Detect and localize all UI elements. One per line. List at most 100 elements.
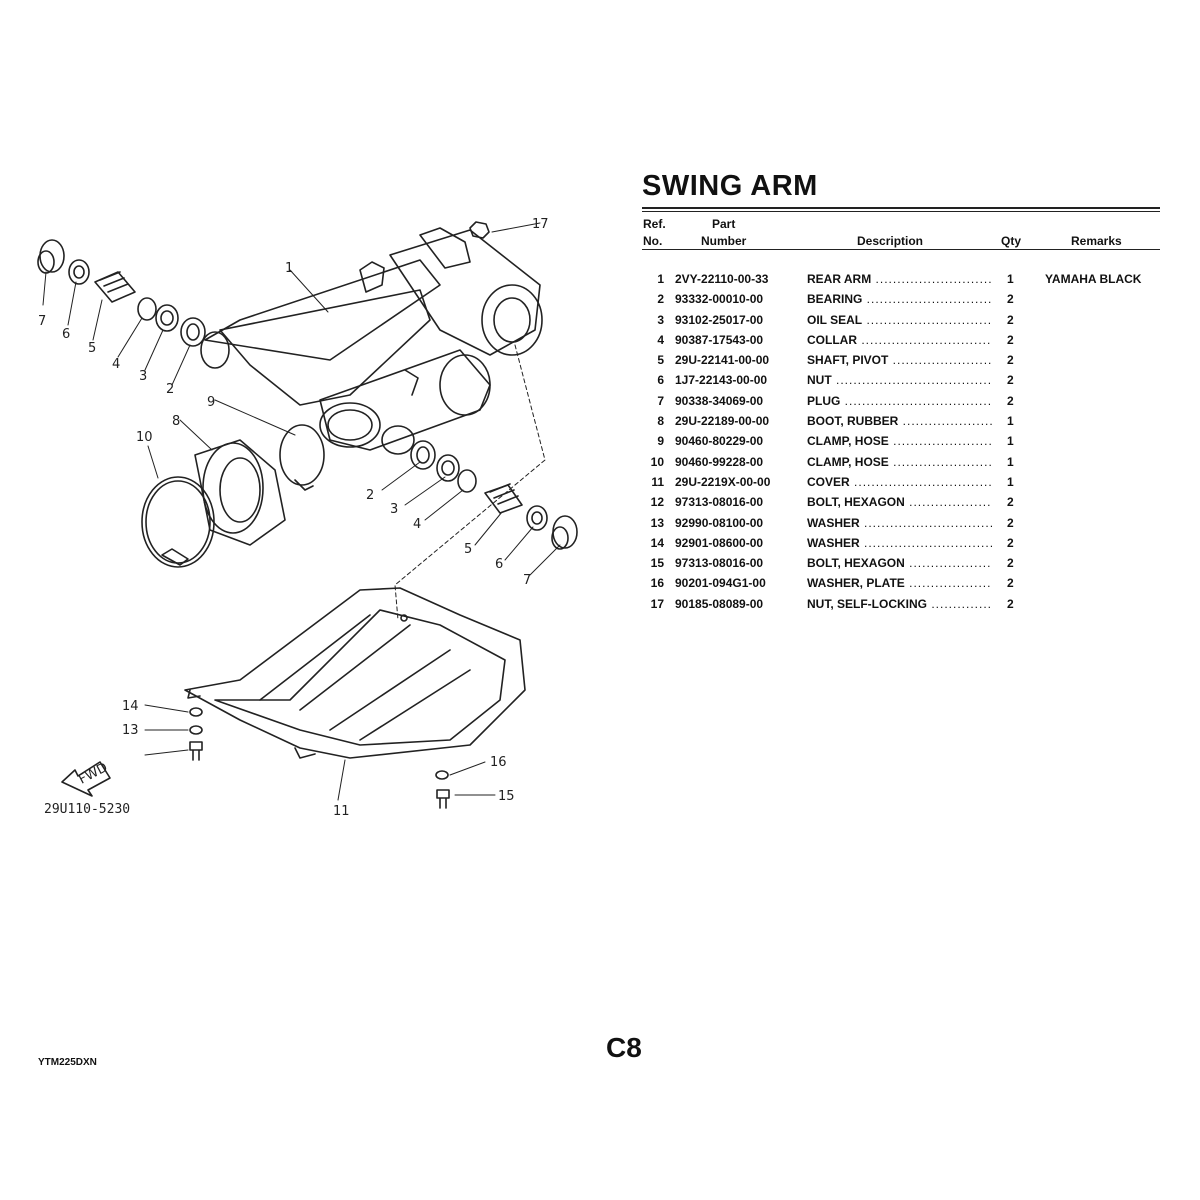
part-number: 90338-34069-00 <box>675 393 764 408</box>
quantity: 2 <box>1007 292 1014 307</box>
boot-and-clamps <box>141 424 325 568</box>
description-text: COLLAR <box>807 332 857 347</box>
description-text: PLUG <box>807 393 841 408</box>
header-ref-line1: Ref. <box>643 217 666 231</box>
ref-no: 5 <box>657 353 664 368</box>
ref-no: 16 <box>650 576 664 591</box>
ref-no: 7 <box>657 393 664 408</box>
ref-no: 3 <box>657 312 664 327</box>
leader-dots: ........................................ <box>909 495 992 510</box>
quantity: 1 <box>1007 474 1014 489</box>
callout-15: 15 <box>498 789 515 804</box>
part-number: 92901-08600-00 <box>675 535 764 550</box>
part-number: 97313-08016-00 <box>675 556 764 571</box>
callout-10: 10 <box>136 430 153 445</box>
description: BOLT, HEXAGON ..........................… <box>807 495 992 509</box>
section-title: SWING ARM <box>642 170 818 202</box>
description: PLUG ...................................… <box>807 394 992 408</box>
header-ref-line2: No. <box>643 234 663 248</box>
ref-no: 17 <box>650 596 664 611</box>
quantity: 2 <box>1007 556 1014 571</box>
description: COVER ..................................… <box>807 475 992 489</box>
forward-arrow-icon: FWD <box>61 760 111 797</box>
description-text: OIL SEAL <box>807 312 863 327</box>
description: OIL SEAL ...............................… <box>807 313 992 327</box>
callout-3-left: 3 <box>139 369 147 384</box>
quantity: 2 <box>1007 332 1014 347</box>
header-remarks: Remarks <box>1071 234 1122 248</box>
description-text: NUT, SELF-LOCKING <box>807 596 927 611</box>
header-description: Description <box>857 234 924 248</box>
fwd-label: FWD <box>76 760 110 787</box>
part-number: 90387-17543-00 <box>675 332 764 347</box>
description-text: CLAMP, HOSE <box>807 434 889 449</box>
table-row: 5 29U-22141-00-00 SHAFT, PIVOT ...........… <box>642 351 1160 371</box>
description-text: BOOT, RUBBER <box>807 414 899 429</box>
part-number: 90460-99228-00 <box>675 454 764 469</box>
leader-dots: ........................................ <box>861 332 992 347</box>
quantity: 2 <box>1007 353 1014 368</box>
leader-dots: ........................................ <box>909 576 992 591</box>
part-number: 92990-08100-00 <box>675 515 764 530</box>
rear-arm-outline <box>200 227 543 455</box>
quantity: 2 <box>1007 393 1014 408</box>
left-pivot-parts <box>37 239 206 347</box>
ref-no: 11 <box>651 474 664 489</box>
description-text: WASHER <box>807 535 860 550</box>
ref-no: 6 <box>657 373 664 388</box>
table-row: 13 92990-08100-00 WASHER .................… <box>642 514 1160 534</box>
parts-table: 1 2VY-22110-00-33 REAR ARM ...............… <box>642 270 1160 615</box>
part-number: 29U-22141-00-00 <box>675 353 770 368</box>
description-text: BEARING <box>807 292 863 307</box>
leader-dots: ........................................ <box>875 272 992 286</box>
callout-8: 8 <box>172 414 180 429</box>
description-text: WASHER, PLATE <box>807 576 905 591</box>
description: COLLAR .................................… <box>807 333 992 347</box>
description-text: BOLT, HEXAGON <box>807 556 905 571</box>
table-row: 1 2VY-22110-00-33 REAR ARM ...............… <box>642 270 1160 290</box>
callout-17: 17 <box>532 217 549 232</box>
leader-dots: ........................................ <box>844 393 992 408</box>
part-number: 2VY-22110-00-33 <box>675 272 769 286</box>
page-number: C8 <box>606 1032 642 1063</box>
description: SHAFT, PIVOT ...........................… <box>807 353 992 367</box>
self-locking-nut <box>469 221 490 239</box>
quantity: 1 <box>1007 434 1014 449</box>
description: CLAMP, HOSE ............................… <box>807 434 992 448</box>
leader-dots: ........................................ <box>864 535 992 550</box>
leader-dots: ........................................ <box>866 312 992 327</box>
ref-no: 15 <box>650 556 664 571</box>
callout-5-left: 5 <box>88 341 96 356</box>
quantity: 2 <box>1007 312 1014 327</box>
leader-dots: ........................................ <box>864 515 992 530</box>
callout-9: 9 <box>207 395 215 410</box>
remarks: YAMAHA BLACK <box>1045 272 1142 286</box>
description: WASHER .................................… <box>807 536 992 550</box>
description-text: REAR ARM <box>807 272 872 286</box>
description: NUT, SELF-LOCKING ......................… <box>807 597 992 611</box>
header-qty: Qty <box>1001 234 1022 248</box>
callout-4-left: 4 <box>112 357 120 372</box>
callout-5-right: 5 <box>464 542 472 557</box>
ref-no: 8 <box>657 414 664 429</box>
cover-outline <box>184 587 526 759</box>
drawing-code: 29U110-5230 <box>44 802 130 817</box>
quantity: 1 <box>1007 414 1014 429</box>
part-number: 29U-2219X-00-00 <box>675 474 771 489</box>
quantity: 1 <box>1007 272 1014 286</box>
ref-no: 13 <box>650 515 664 530</box>
part-number: 90201-094G1-00 <box>675 576 766 591</box>
part-number: 97313-08016-00 <box>675 495 764 510</box>
description: BOLT, HEXAGON ..........................… <box>807 556 992 570</box>
leader-dots: ........................................ <box>893 454 992 469</box>
title-rule <box>642 207 1160 209</box>
ref-no: 14 <box>650 535 664 550</box>
leader-dots: ........................................ <box>931 596 992 611</box>
leader-dots: ........................................ <box>866 292 992 307</box>
callout-7-right: 7 <box>523 573 531 588</box>
description: WASHER .................................… <box>807 516 992 530</box>
